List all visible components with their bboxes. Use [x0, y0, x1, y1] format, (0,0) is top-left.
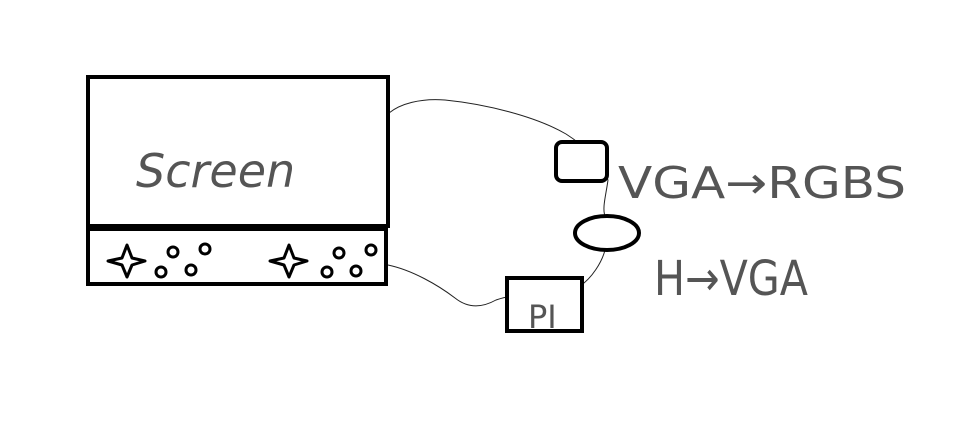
screen: Screen: [86, 75, 390, 228]
wire-vga-adapter-to-hdmi-adapter: [603, 179, 609, 217]
control-panel: [86, 227, 388, 286]
pi-label: PI: [528, 298, 557, 336]
button-cluster-icon: [320, 243, 378, 279]
hdmi-vga-adapter: [573, 214, 641, 252]
vga-rgbs-adapter: [554, 140, 609, 183]
dpad-icon: [268, 243, 309, 279]
h-vga-label: H→VGA: [654, 251, 808, 307]
wire-controls-to-pi: [387, 264, 509, 307]
vga-rgbs-label: VGA→RGBS: [618, 158, 906, 209]
screen-label: Screen: [136, 144, 295, 198]
pi-box: PI: [505, 276, 584, 336]
button-cluster-icon: [154, 242, 212, 279]
dpad-icon: [106, 243, 147, 279]
